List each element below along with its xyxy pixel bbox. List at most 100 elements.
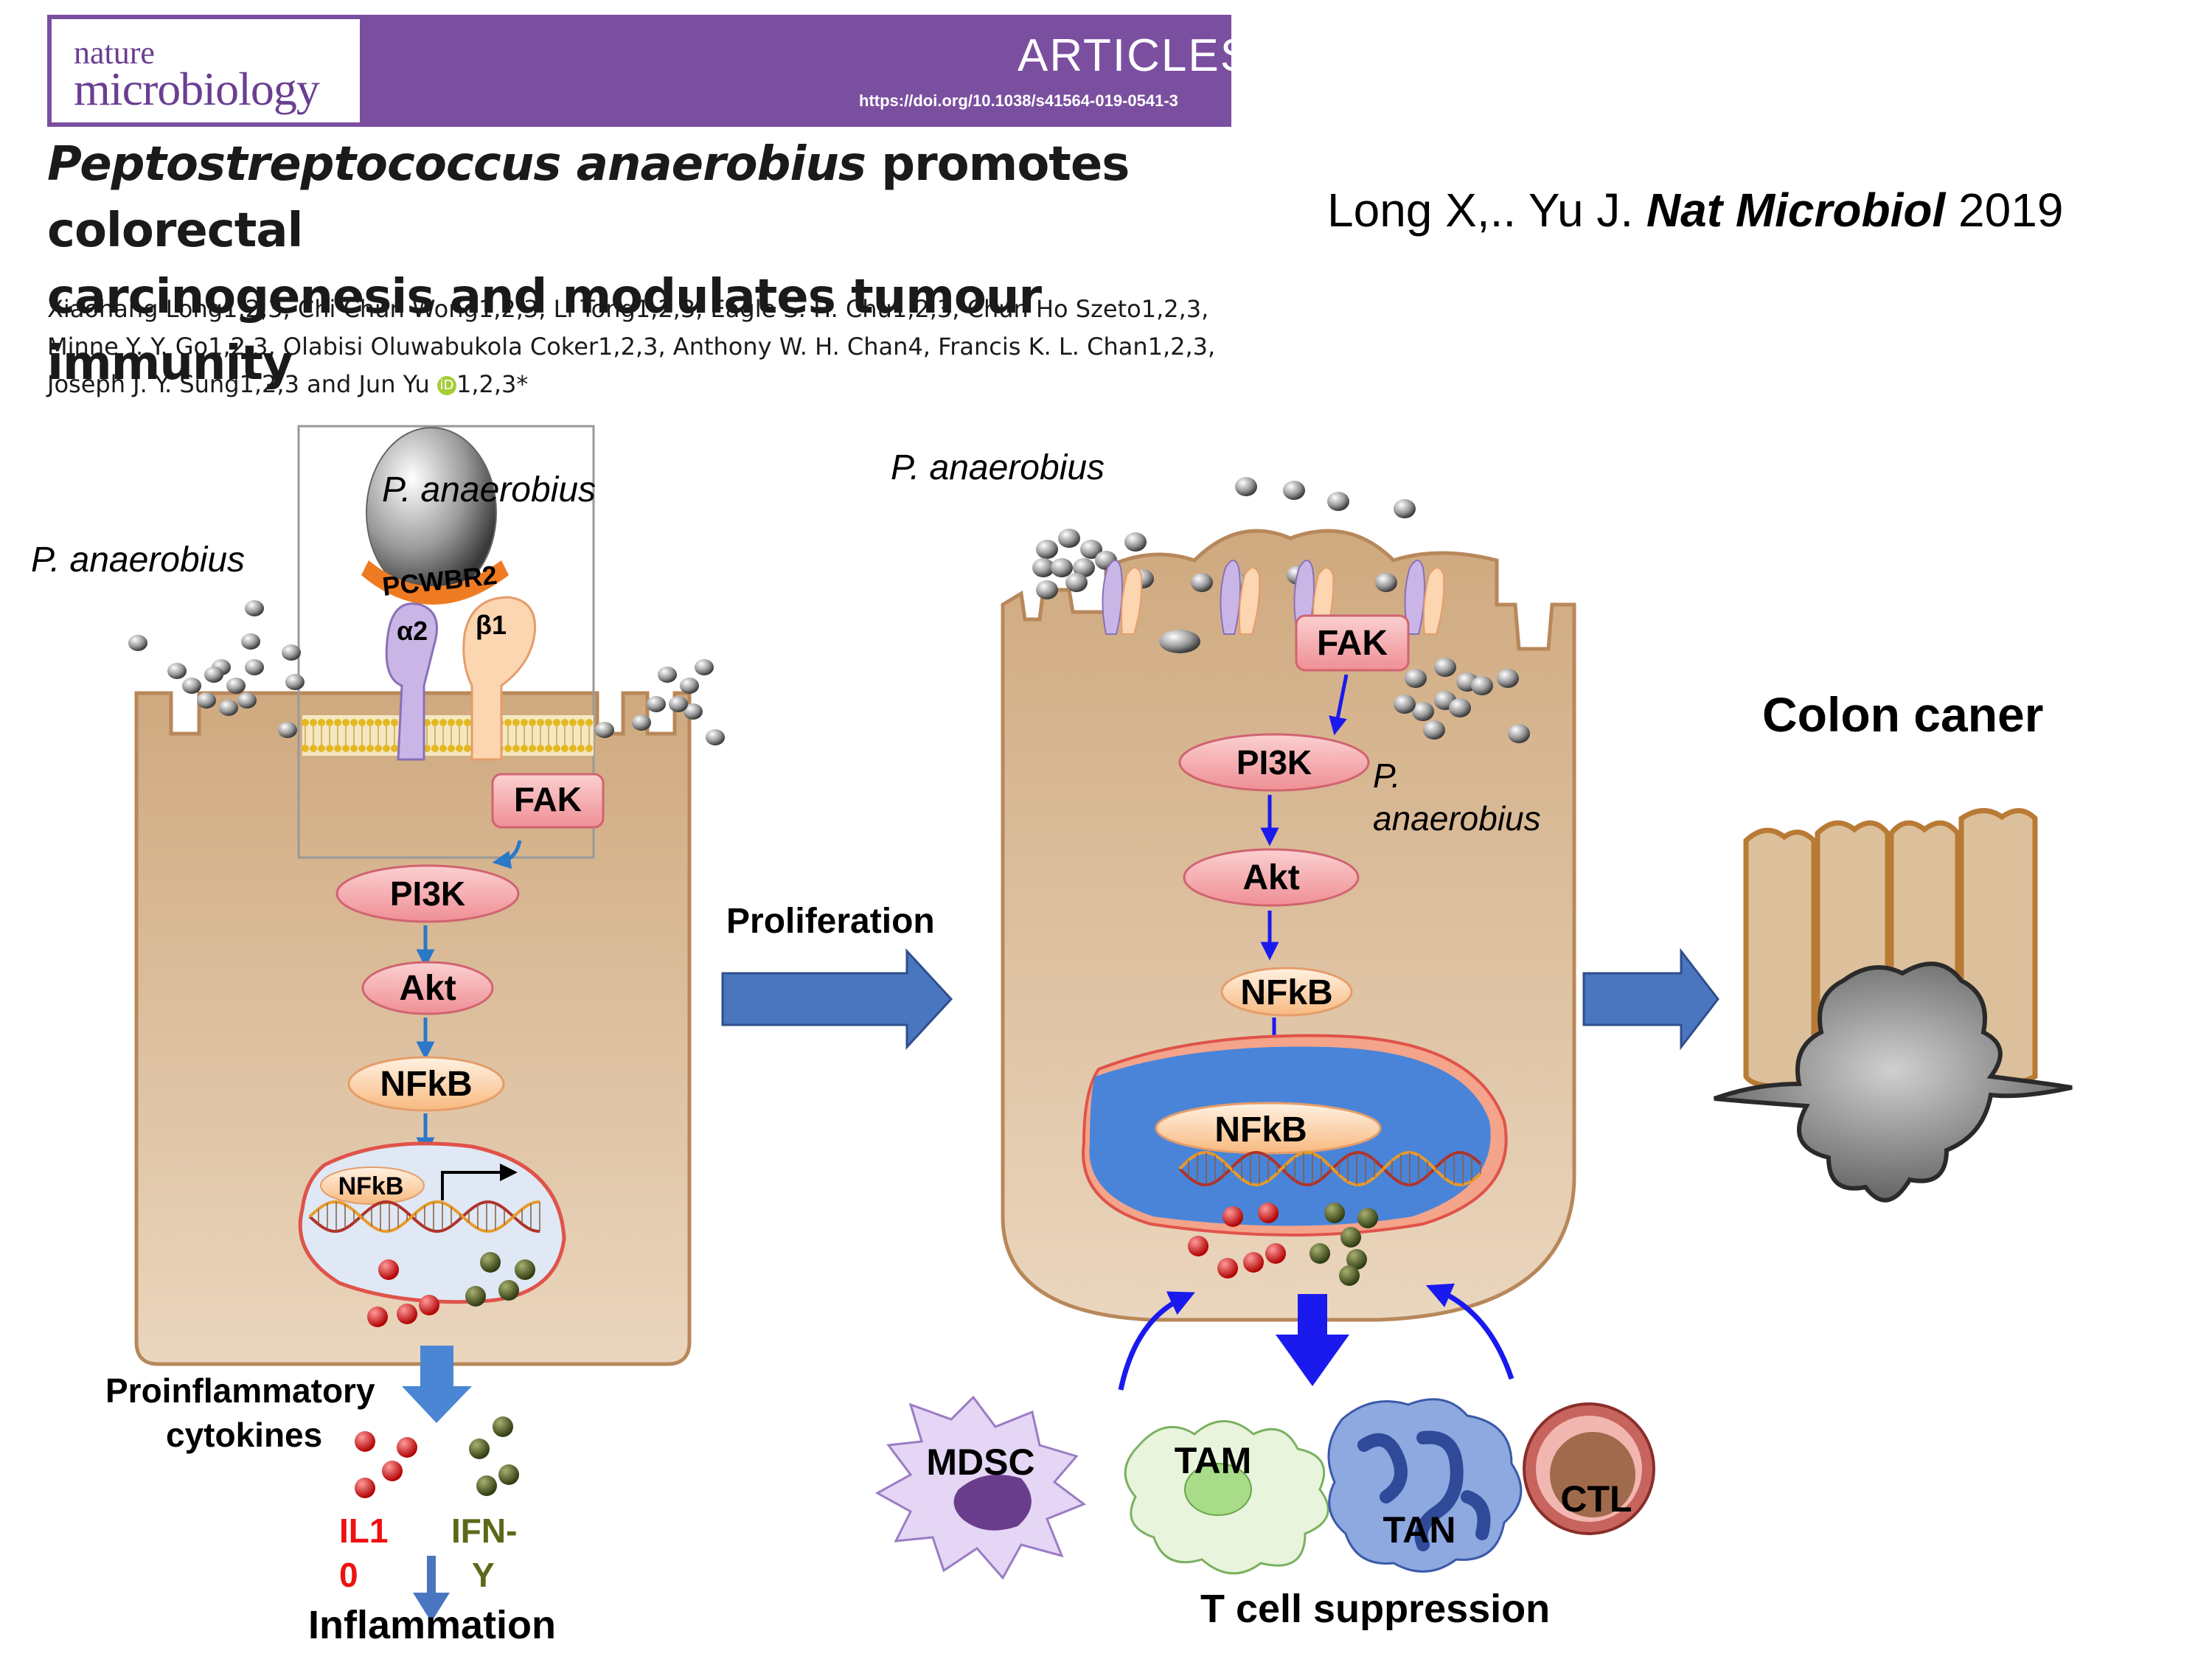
bacterium (128, 635, 147, 651)
doi-link[interactable]: https://doi.org/10.1038/s41564-019-0541-… (859, 91, 1178, 110)
bacterium (282, 644, 301, 661)
ifn-dot (476, 1475, 497, 1496)
nfkb-label-left: NFkB (380, 1065, 472, 1104)
bacterium (1497, 669, 1519, 688)
middle-inner-label-2: anaerobius (1373, 799, 1541, 838)
ifn-dot (1324, 1203, 1345, 1223)
ctl-label: CTL (1560, 1478, 1632, 1520)
inflammation-label: Inflammation (308, 1603, 556, 1647)
paper-title-line2: carcinogenesis and modulates tumour immu… (47, 270, 1042, 391)
bacterium (647, 696, 666, 712)
bacterium (1080, 540, 1102, 559)
bacteria-cluster-left (128, 600, 725, 745)
integrin-alpha2-label: α2 (397, 616, 428, 646)
dna-helix-left (308, 1200, 540, 1234)
bacterium (1036, 580, 1058, 599)
ifn-dot (469, 1439, 490, 1459)
inset-box (297, 425, 595, 859)
fak-label-left: FAK (514, 780, 582, 818)
citation-year: 2019 (1945, 184, 2064, 237)
cancer-arrow (1582, 947, 1719, 1051)
il10-label-1: IL1 (339, 1512, 388, 1550)
ifn-dot (1357, 1208, 1378, 1228)
bacterium (1124, 532, 1147, 552)
author-list: Xiaohang Long1,2,3, Chi Chun Wong1,2,3, … (47, 291, 1256, 403)
bacterium (245, 600, 264, 616)
lipid-membrane (302, 715, 594, 756)
bacterium (1283, 481, 1305, 500)
bacterium (1423, 720, 1445, 740)
il10-label-2: 0 (339, 1556, 358, 1594)
nucleus-nfkb-label-left: NFkB (338, 1172, 404, 1200)
authors-line-1: Xiaohang Long1,2,3, Chi Chun Wong1,2,3, … (47, 295, 1209, 323)
ifn-dot (1339, 1265, 1360, 1286)
bacterium (245, 659, 264, 675)
bacterium (1394, 499, 1416, 518)
colon-tissue (1713, 808, 2073, 1203)
nucleus-nfkb-oval-left (320, 1166, 425, 1205)
integrin-beta1-label: β1 (476, 610, 507, 640)
orcid-icon[interactable]: iD (437, 376, 456, 395)
bacterium (1065, 573, 1088, 592)
tam-label: TAM (1175, 1440, 1252, 1481)
bacterium (1508, 724, 1530, 743)
ifn-dot (1340, 1227, 1361, 1248)
cytokine-dots-middle (1188, 1203, 1378, 1286)
bacterium (1159, 630, 1200, 653)
bacterium (1032, 558, 1054, 577)
akt-oval-left (361, 961, 494, 1015)
ifn-label-2: Y (472, 1556, 495, 1594)
integrin-beta1 (462, 596, 537, 761)
il10-dot (419, 1295, 439, 1315)
bacterium (1434, 658, 1456, 677)
bacterium (706, 729, 725, 745)
middle-inner-label-1: P. (1373, 757, 1401, 795)
bacterium (241, 633, 260, 650)
ifn-dot (465, 1286, 486, 1307)
bacterium (219, 700, 238, 716)
suppression-arrow (1276, 1294, 1349, 1386)
il10-dot (1188, 1236, 1208, 1256)
bacterium (1051, 558, 1073, 577)
cytokines-label-2: cytokines (166, 1416, 322, 1454)
il10-dot (397, 1437, 417, 1458)
il10-dot (1265, 1243, 1286, 1264)
dna-helix-middle (1178, 1150, 1482, 1187)
bacterium (595, 722, 614, 738)
pi3k-label-middle: PI3K (1237, 743, 1312, 782)
il10-dot (1217, 1258, 1238, 1279)
authors-line-3-tail: 1,2,3* (456, 370, 529, 398)
proliferation-label: Proliferation (726, 902, 935, 941)
journal-logo-line2: microbiology (74, 63, 320, 115)
bacterium (1449, 698, 1471, 717)
bacterium (167, 663, 187, 679)
ifn-dot (1310, 1243, 1330, 1264)
bacterium (1405, 669, 1427, 688)
authors-line-2: Minne Y. Y. Go1,2,3, Olabisi Oluwabukola… (47, 333, 1216, 361)
nfkb-oval-left (347, 1056, 505, 1112)
bacterium (632, 714, 651, 731)
ifn-label-1: IFN- (451, 1512, 517, 1550)
akt-label-middle: Akt (1242, 858, 1299, 897)
bacterium (1375, 573, 1397, 592)
ifn-dot (1346, 1249, 1367, 1270)
bacterium (1191, 573, 1213, 592)
pi3k-oval-left (335, 864, 520, 923)
bacterium (1235, 477, 1257, 496)
cytokines-label-1: Proinflammatory (105, 1371, 375, 1410)
cytokine-dots-cell-left (367, 1252, 535, 1327)
tan-label: TAN (1382, 1509, 1455, 1551)
ifn-dot (480, 1252, 501, 1273)
bacterium (197, 692, 216, 709)
pi3k-label-left: PI3K (390, 874, 465, 913)
ifn-dot (515, 1259, 535, 1280)
fak-label-middle: FAK (1317, 624, 1388, 663)
proliferation-arrow (721, 948, 953, 1050)
fak-box-left (491, 773, 605, 829)
nfkb-oval-middle (1220, 967, 1353, 1017)
pi3k-oval-middle (1178, 733, 1370, 792)
il10-dot (397, 1304, 417, 1324)
bacterium (680, 678, 699, 694)
bacterium (695, 659, 714, 675)
